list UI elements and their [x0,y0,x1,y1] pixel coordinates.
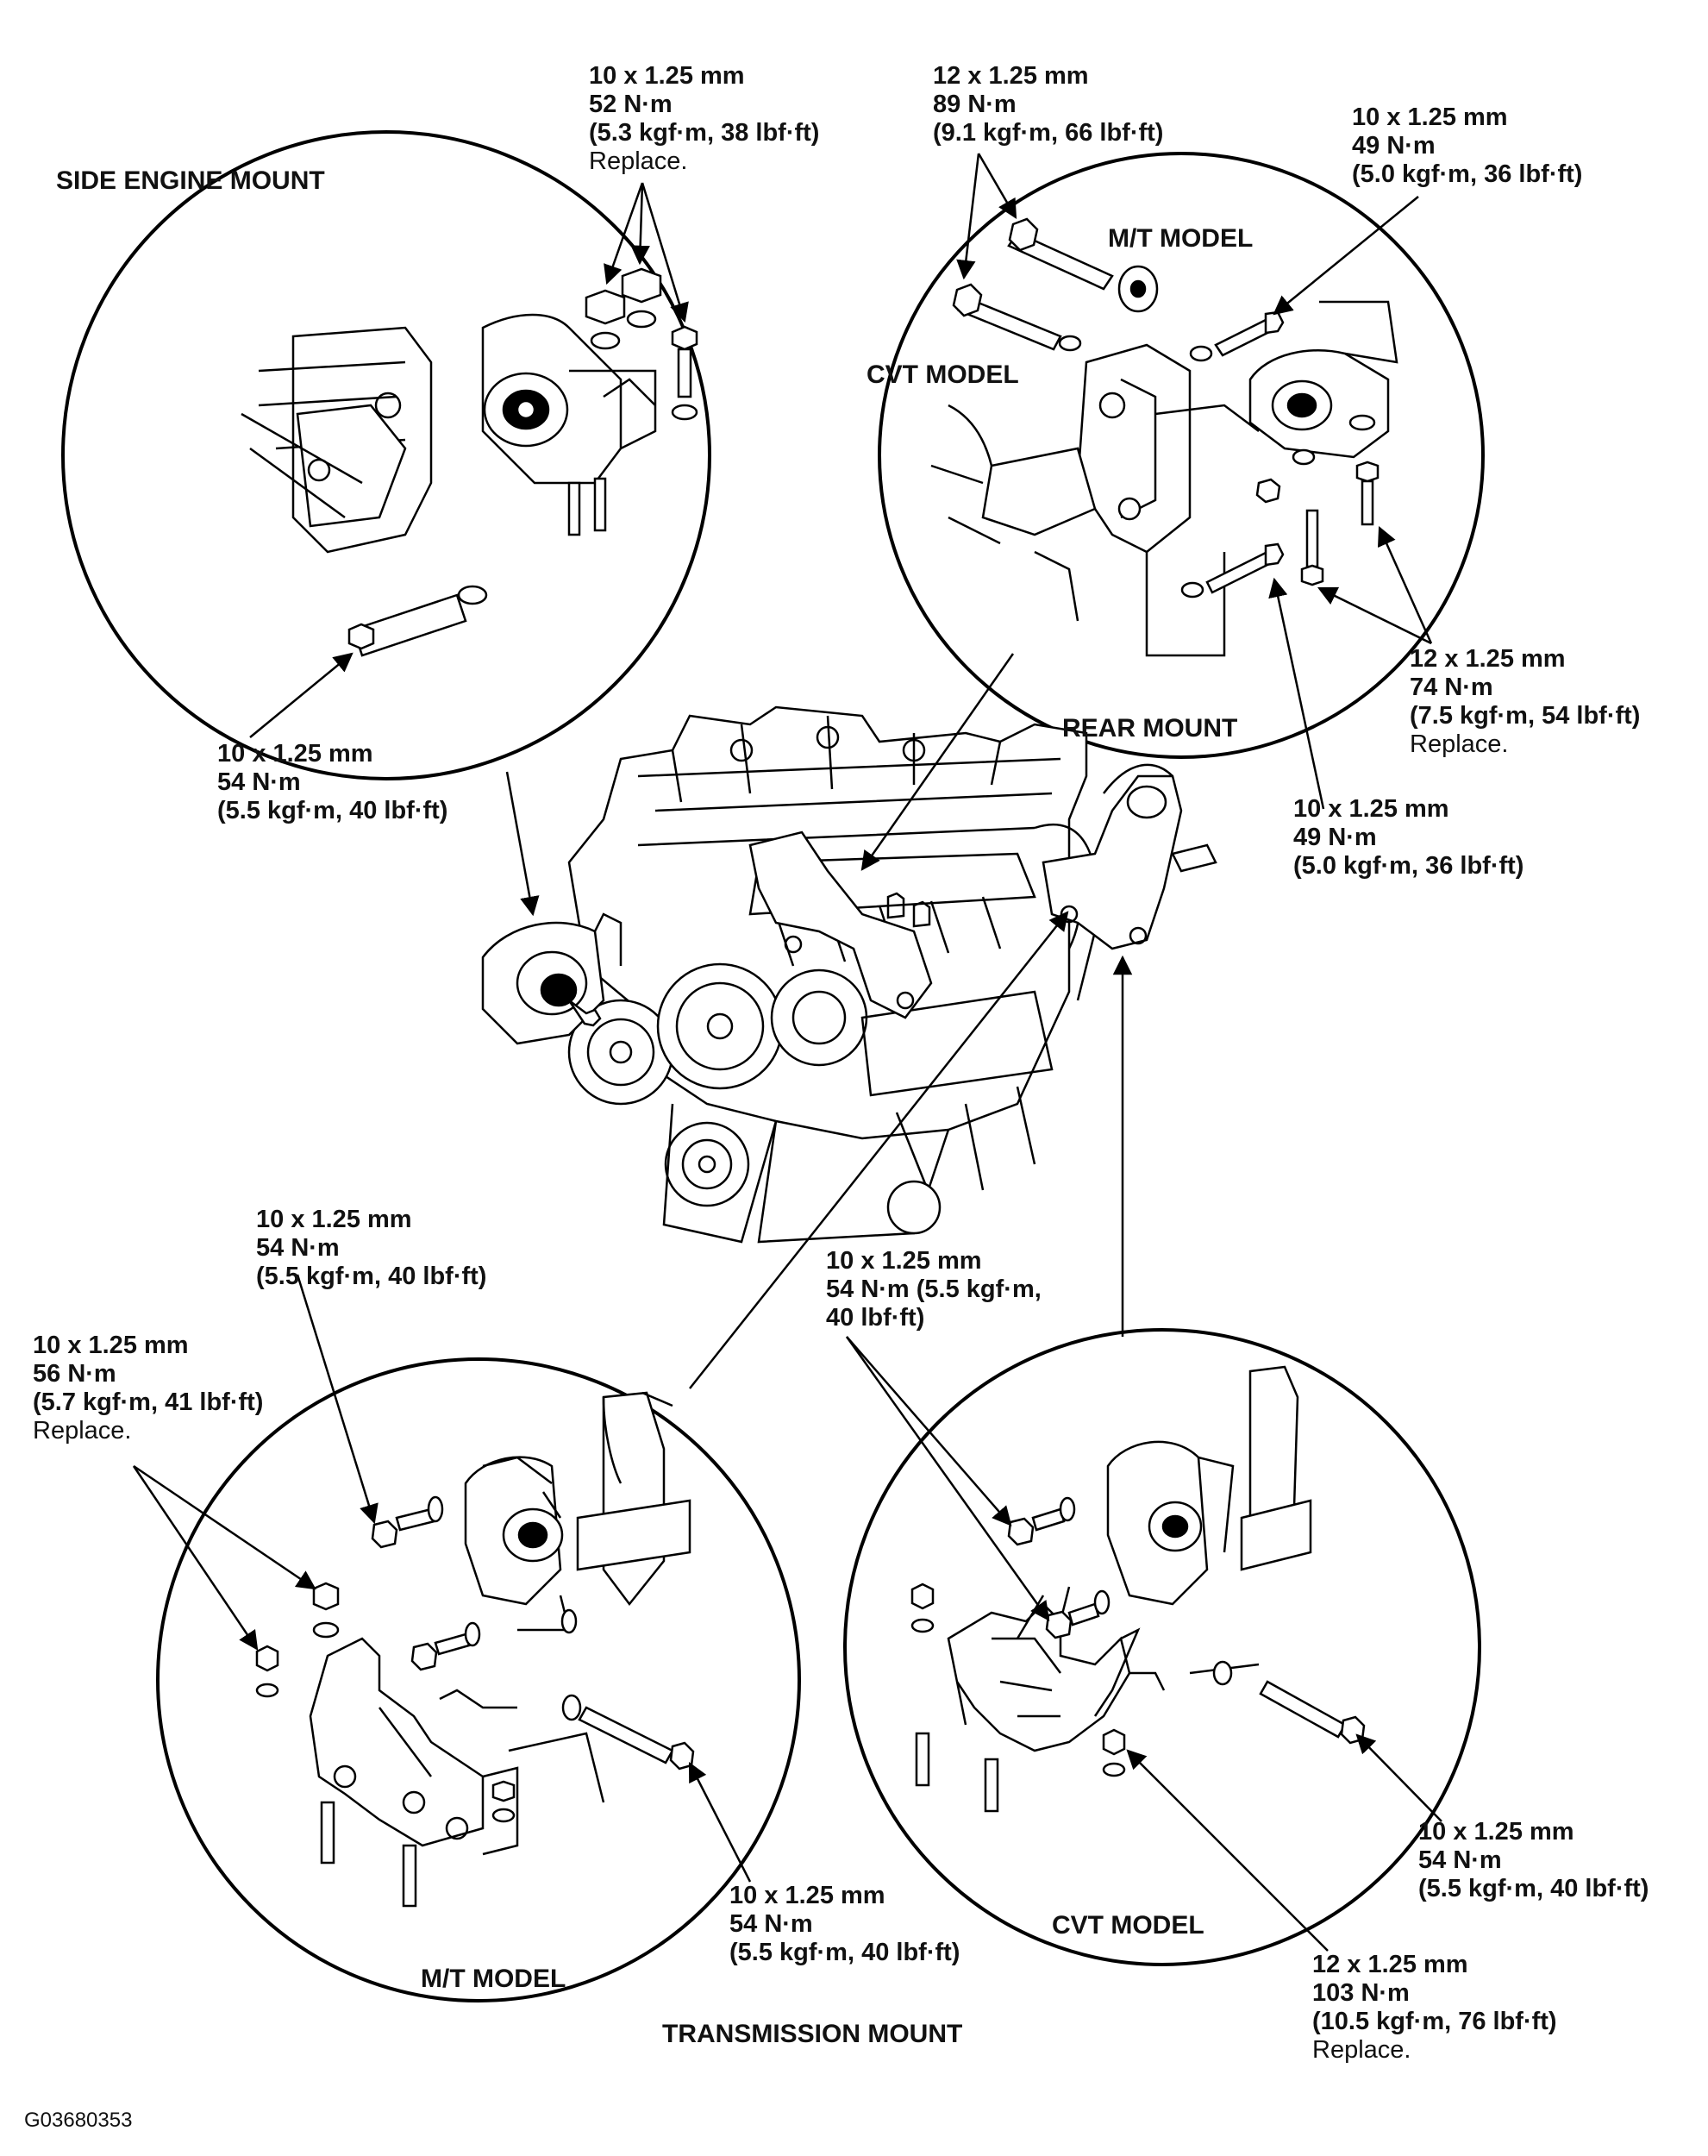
mt-mount-fasteners [255,1495,695,1908]
spec-size: 12 x 1.25 mm [1312,1951,1468,1978]
rear-mount-title: REAR MOUNT [1062,714,1238,743]
side-mount-parts [241,313,657,554]
spec-torque: 54 N·m [256,1234,340,1262]
cvt-transmission-detail-circle [843,1328,1481,1966]
spec-size: 10 x 1.25 mm [729,1882,885,1909]
leader-lines [132,153,1442,1952]
spec-note: Replace. [33,1417,132,1445]
spec-rear-right-12: 12 x 1.25 mm 74 N·m (7.5 kgf·m, 54 lbf·f… [1410,645,1640,759]
spec-side-bottom: 10 x 1.25 mm 54 N·m (5.5 kgf·m, 40 lbf·f… [217,740,447,825]
side-engine-mount-title: SIDE ENGINE MOUNT [56,166,325,195]
mt-model-top-title: M/T MODEL [1108,224,1254,253]
spec-cvt-top: 10 x 1.25 mm 54 N·m (5.5 kgf·m, 40 lbf·f… [826,1247,1042,1332]
spec-alt-units: (7.5 kgf·m, 54 lbf·ft) [1410,702,1641,730]
spec-note: Replace. [1410,730,1509,758]
spec-alt-units: (5.5 kgf·m, 40 lbf·ft) [256,1263,487,1290]
engine-assembly [481,705,1217,1244]
spec-size: 10 x 1.25 mm [1418,1818,1574,1846]
spec-note: Replace. [1312,2036,1411,2064]
spec-torque: 54 N·m [217,768,301,796]
rear-mount-fasteners [952,217,1380,599]
spec-torque: 52 N·m [589,91,673,118]
cvt-model-bottom-title: CVT MODEL [1052,1911,1204,1940]
spec-alt-units: (5.3 kgf·m, 38 lbf·ft) [589,119,820,147]
spec-torque: 54 N·m [1418,1846,1502,1874]
spec-alt-units: (5.0 kgf·m, 36 lbf·ft) [1352,160,1583,188]
spec-size: 10 x 1.25 mm [33,1332,189,1359]
spec-torque: 54 N·m [729,1910,813,1938]
spec-alt-units: (10.5 kgf·m, 76 lbf·ft) [1312,2008,1557,2035]
rear-mount-parts [930,300,1398,657]
side-mount-fasteners [347,267,698,657]
spec-note: Replace. [589,147,688,175]
mt-model-bottom-title: M/T MODEL [421,1965,566,1993]
spec-torque: 89 N·m [933,91,1017,118]
spec-rear-top-right: 10 x 1.25 mm 49 N·m (5.0 kgf·m, 36 lbf·f… [1352,103,1582,189]
mt-transmission-detail-circle [156,1357,801,2002]
spec-size: 12 x 1.25 mm [1410,645,1566,673]
spec-torque: 56 N·m [33,1360,116,1388]
spec-size: 10 x 1.25 mm [256,1206,412,1233]
spec-mt-bottom: 10 x 1.25 mm 54 N·m (5.5 kgf·m, 40 lbf·f… [729,1882,960,1967]
spec-size: 10 x 1.25 mm [589,62,745,90]
cvt-mount-parts [947,1365,1312,1752]
spec-alt-units: 40 lbf·ft) [826,1304,925,1332]
spec-torque: 74 N·m [1410,674,1493,701]
spec-alt-units: (9.1 kgf·m, 66 lbf·ft) [933,119,1164,147]
mt-mount-parts [309,1391,691,1856]
spec-rear-top-left: 12 x 1.25 mm 89 N·m (9.1 kgf·m, 66 lbf·f… [933,62,1163,147]
spec-mt-top: 10 x 1.25 mm 54 N·m (5.5 kgf·m, 40 lbf·f… [256,1206,486,1291]
spec-torque: 54 N·m (5.5 kgf·m, [826,1275,1042,1303]
spec-side-top: 10 x 1.25 mm 52 N·m (5.3 kgf·m, 38 lbf·f… [589,62,819,176]
spec-torque: 103 N·m [1312,1979,1410,2007]
spec-alt-units: (5.7 kgf·m, 41 lbf·ft) [33,1388,264,1416]
rear-mount-detail-circle [878,152,1485,759]
transmission-mount-title: TRANSMISSION MOUNT [662,2020,963,2048]
spec-size: 12 x 1.25 mm [933,62,1089,90]
spec-size: 10 x 1.25 mm [1352,103,1508,131]
spec-size: 10 x 1.25 mm [1293,795,1449,823]
spec-rear-right-10: 10 x 1.25 mm 49 N·m (5.0 kgf·m, 36 lbf·f… [1293,795,1523,881]
cvt-model-top-title: CVT MODEL [867,360,1019,389]
cvt-mount-fasteners [910,1496,1366,1813]
spec-mt-left: 10 x 1.25 mm 56 N·m (5.7 kgf·m, 41 lbf·f… [33,1332,263,1445]
side-mount-detail-circle [61,130,711,780]
spec-size: 10 x 1.25 mm [217,740,373,768]
spec-alt-units: (5.0 kgf·m, 36 lbf·ft) [1293,852,1524,880]
spec-cvt-right: 10 x 1.25 mm 54 N·m (5.5 kgf·m, 40 lbf·f… [1418,1818,1649,1903]
spec-cvt-bottom: 12 x 1.25 mm 103 N·m (10.5 kgf·m, 76 lbf… [1312,1951,1557,2065]
spec-size: 10 x 1.25 mm [826,1247,982,1275]
spec-alt-units: (5.5 kgf·m, 40 lbf·ft) [729,1939,960,1966]
spec-alt-units: (5.5 kgf·m, 40 lbf·ft) [217,797,448,824]
figure-code: G03680353 [24,2109,133,2132]
spec-torque: 49 N·m [1352,132,1436,160]
spec-torque: 49 N·m [1293,824,1377,851]
spec-alt-units: (5.5 kgf·m, 40 lbf·ft) [1418,1875,1649,1902]
